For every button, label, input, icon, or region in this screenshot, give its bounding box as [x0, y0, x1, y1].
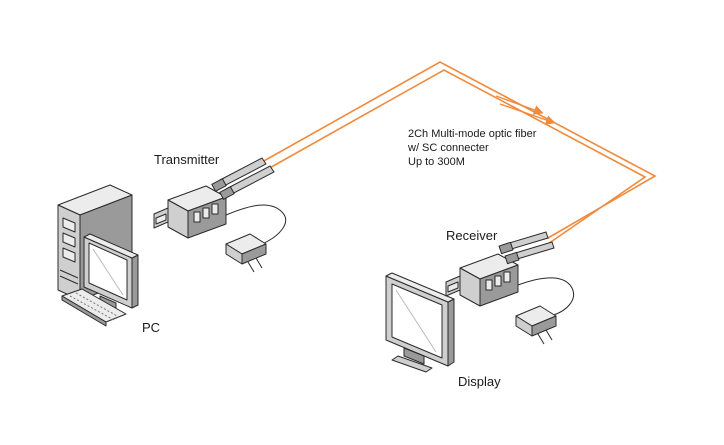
display-label: Display [458, 374, 501, 389]
fiber-caption-line-2: w/ SC connecter [408, 142, 489, 154]
receiver-icon [445, 253, 519, 307]
sc-connector-icon [211, 157, 275, 201]
arrow-icon [499, 103, 556, 125]
power-cable [225, 204, 287, 245]
pc-label: PC [142, 320, 161, 335]
arrow-icon [495, 95, 544, 115]
monitor-icon [385, 272, 455, 373]
power-adapter-icon [515, 305, 557, 345]
receiver-label: Receiver [446, 228, 498, 243]
transmitter-label: Transmitter [154, 152, 220, 167]
power-cable [517, 277, 574, 317]
fiber-caption-line-1: 2Ch Multi-mode optic fiber [408, 128, 537, 140]
fiber-line-2 [265, 69, 647, 247]
keyboard-icon [61, 288, 127, 327]
power-adapter-icon [225, 233, 267, 273]
fiber-caption: 2Ch Multi-mode optic fiber w/ SC connect… [408, 127, 536, 169]
sc-connector-icon [498, 231, 555, 265]
transmitter-icon [153, 185, 227, 239]
fiber-caption-line-3: Up to 300M [408, 156, 465, 168]
